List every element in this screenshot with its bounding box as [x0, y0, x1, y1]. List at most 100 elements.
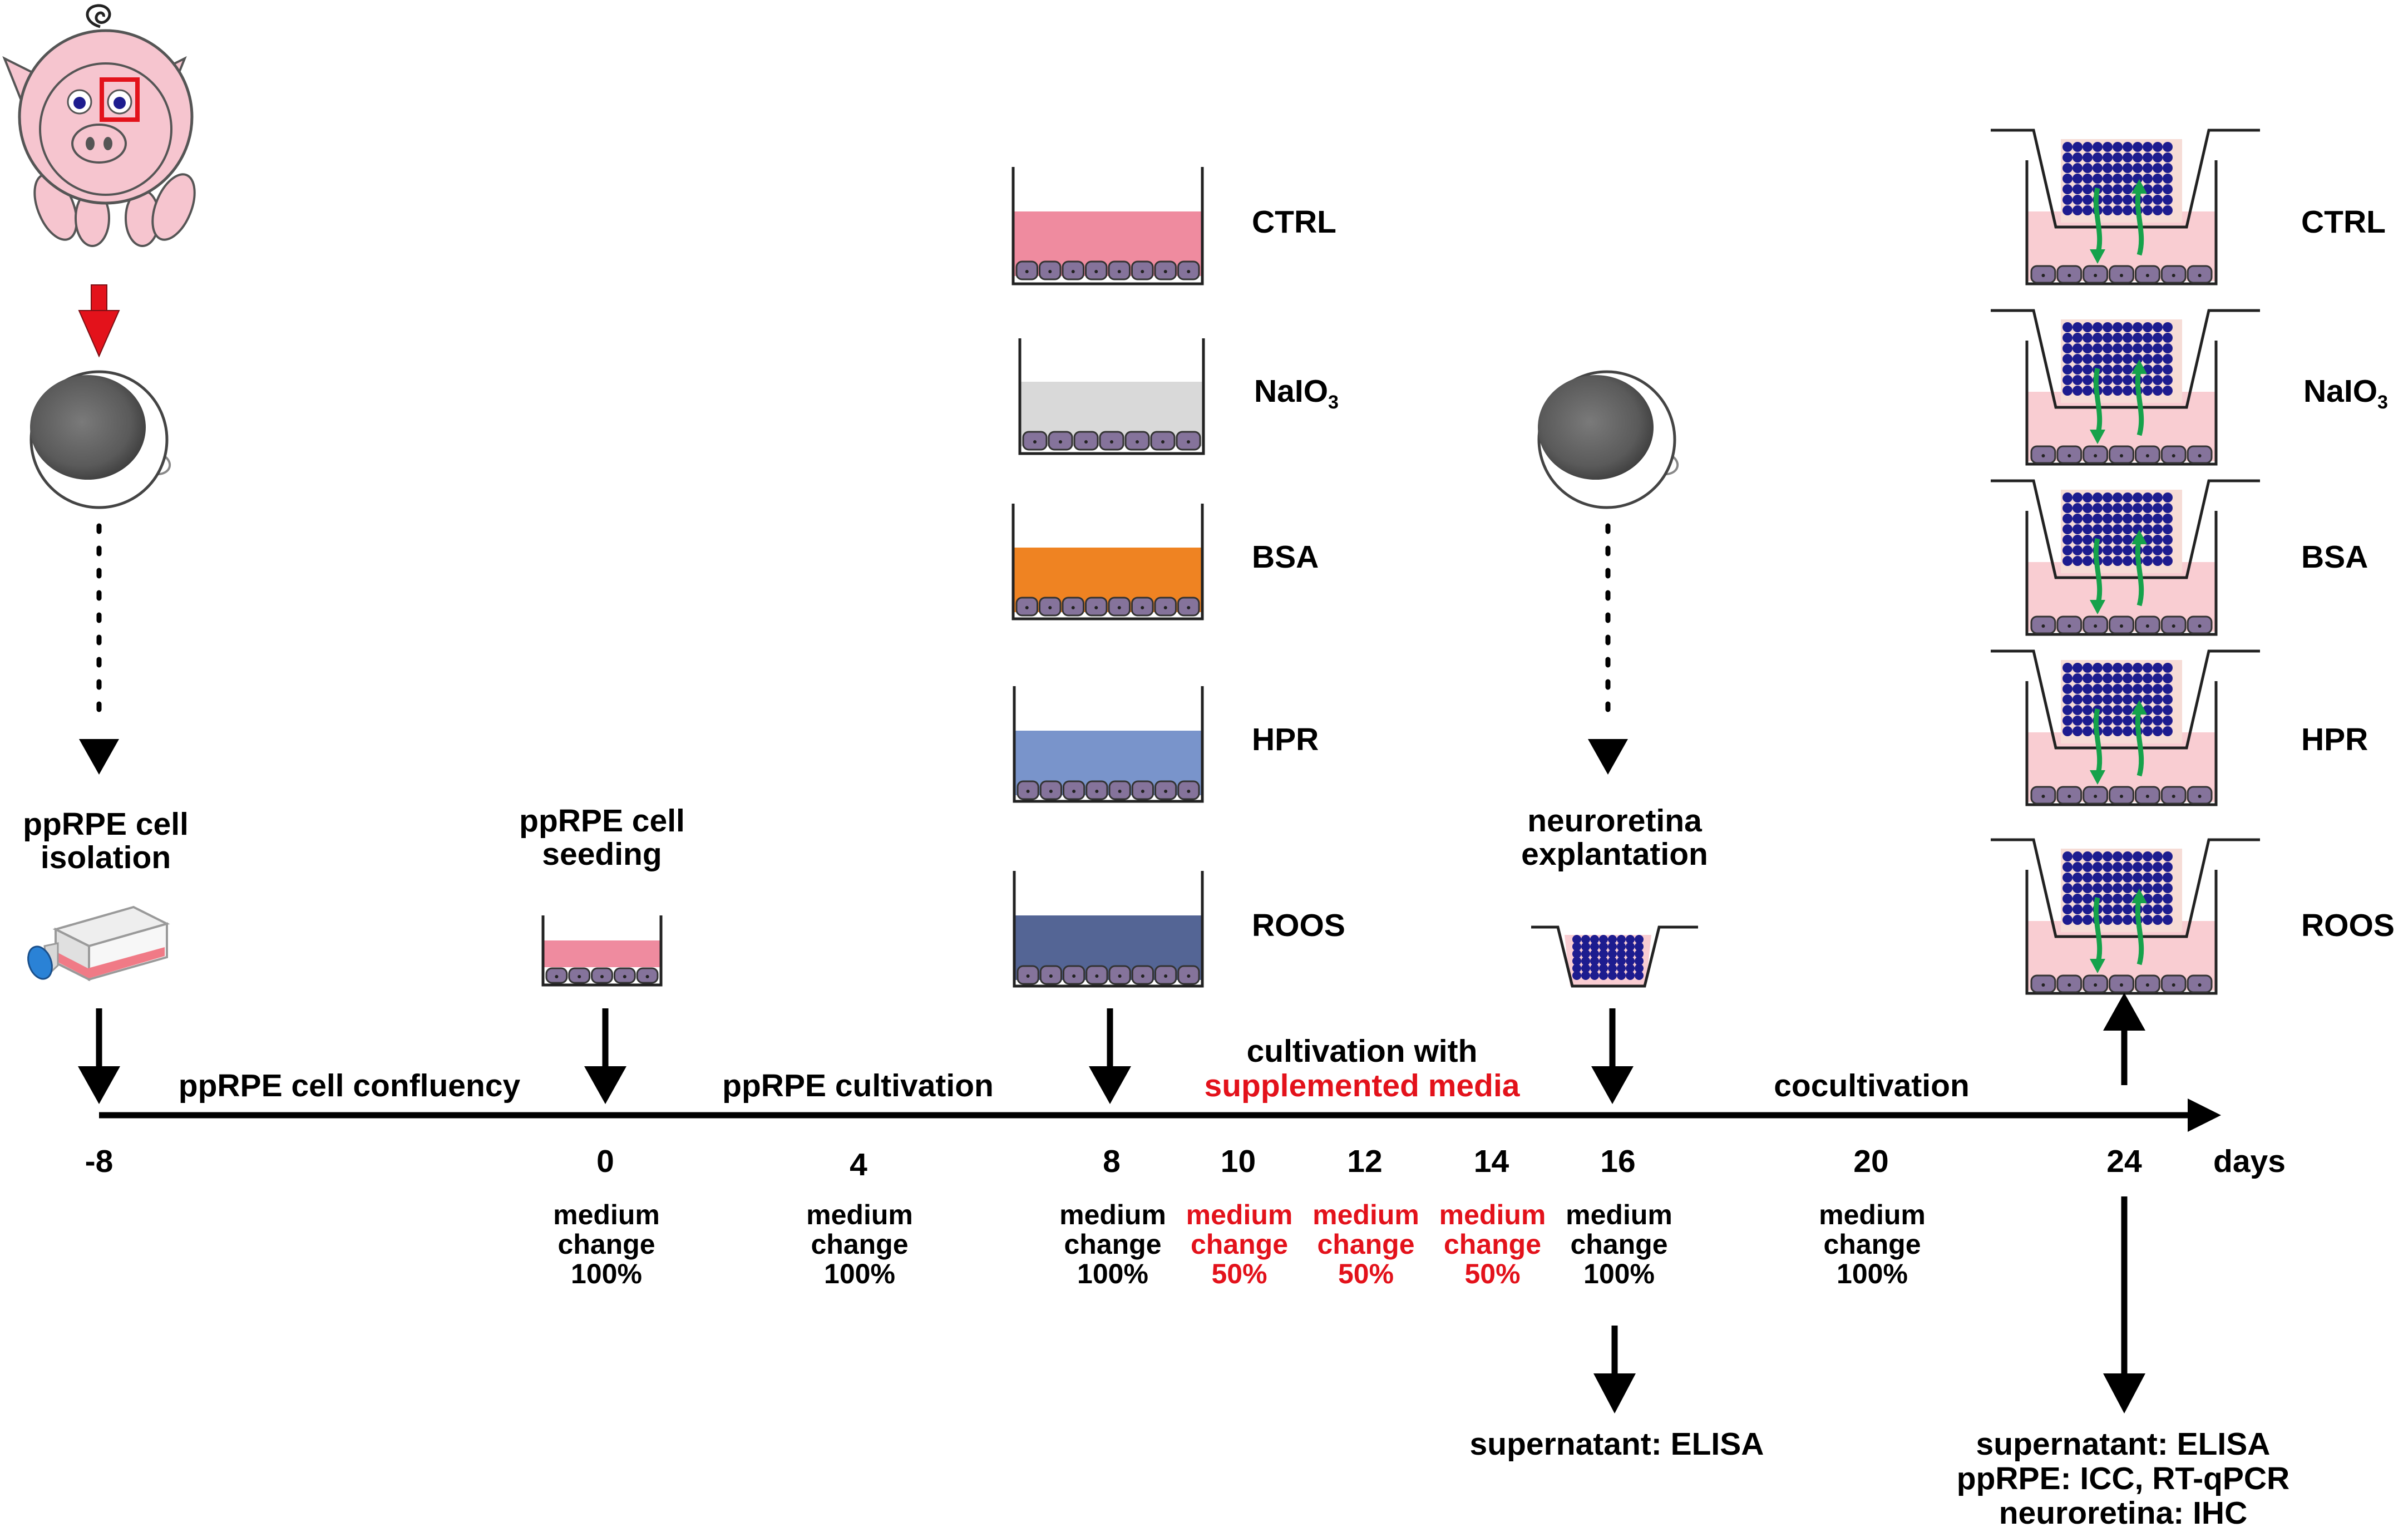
- retina-cell: [2123, 364, 2133, 375]
- retina-cell: [1626, 942, 1635, 951]
- flow-arrow-icon: [2093, 708, 2103, 777]
- retina-cell: [2153, 705, 2163, 715]
- retina-cell: [2153, 545, 2163, 555]
- retina-cell: [2163, 535, 2173, 545]
- retina-cell: [1626, 971, 1635, 980]
- retina-cell: [2062, 152, 2073, 162]
- rpe-cell-nucleus: [2145, 274, 2149, 277]
- retina-cell: [1608, 971, 1617, 980]
- retina-cell: [2113, 333, 2123, 343]
- rpe-cell-nucleus: [1048, 270, 1052, 273]
- retina-cell: [2073, 545, 2083, 555]
- retina-cell: [2113, 492, 2123, 503]
- condition-label-roos-right: ROOS: [2301, 908, 2395, 943]
- rpe-cell-nucleus: [2145, 624, 2149, 628]
- retina-cell: [2113, 883, 2123, 893]
- retina-cell: [2062, 184, 2073, 194]
- retina-cell: [2153, 184, 2163, 194]
- rpe-cell-nucleus: [1071, 270, 1075, 273]
- rpe-cell-nucleus: [1187, 974, 1191, 978]
- step-label-isolation-1: ppRPE cell: [23, 806, 189, 842]
- retina-cell: [2062, 343, 2073, 353]
- readout-day16-line1: supernatant: ELISA: [1470, 1426, 1764, 1462]
- flow-arrowhead-icon: [2131, 359, 2147, 374]
- retina-cell: [2143, 556, 2153, 566]
- tick-label-day-16: 16: [1600, 1144, 1635, 1179]
- retina-cell: [2163, 163, 2173, 173]
- tick-label-day-minus8: -8: [85, 1144, 114, 1179]
- retina-cell: [2153, 195, 2163, 205]
- pig-icon: [2, 4, 196, 247]
- retina-cell: [2163, 556, 2173, 566]
- retina-cell: [2133, 142, 2143, 152]
- rpe-cell-nucleus: [1118, 974, 1122, 978]
- retina-cell: [2163, 673, 2173, 683]
- retina-cell: [1608, 964, 1617, 973]
- retina-cell: [2073, 535, 2083, 545]
- retina-cell: [1572, 971, 1581, 980]
- retina-cell: [2163, 375, 2173, 385]
- retina-cell: [2163, 716, 2173, 726]
- retina-cell: [2103, 322, 2113, 332]
- retina-cell: [2062, 195, 2073, 205]
- rpe-cell-nucleus: [2041, 454, 2045, 457]
- retina-cell: [2113, 375, 2123, 385]
- retina-cell: [2163, 152, 2173, 162]
- rpe-cell-nucleus: [1187, 790, 1191, 793]
- rpe-cell-nucleus: [1072, 974, 1076, 978]
- rpe-cell-nucleus: [1117, 606, 1121, 609]
- outer-well-wall: [2025, 160, 2218, 285]
- retina-cell: [2073, 673, 2083, 683]
- condition-label-hpr-left: HPR: [1252, 722, 1319, 757]
- retina-cell: [2103, 152, 2113, 162]
- rpe-cell-nucleus: [1141, 270, 1144, 273]
- readout-day24-line2: ppRPE: ICC, RT-qPCR: [1957, 1461, 2289, 1496]
- retina-cell: [2103, 716, 2113, 726]
- retina-cell: [2073, 142, 2083, 152]
- rpe-cell-nucleus: [1084, 440, 1088, 444]
- retina-cell: [2073, 556, 2083, 566]
- medium-change-note-day-8-line1: medium: [1059, 1199, 1166, 1230]
- rpe-cell-nucleus: [1110, 440, 1113, 444]
- retina-cell: [2113, 673, 2123, 683]
- retina-cell: [2123, 174, 2133, 184]
- retina-cell: [2093, 862, 2103, 872]
- retina-cell: [2143, 726, 2153, 736]
- retina-cell: [2123, 492, 2133, 503]
- eye-icon-isolation: [29, 370, 171, 509]
- retina-cell: [2123, 375, 2133, 385]
- rpe-cell-nucleus: [2145, 983, 2149, 987]
- retina-cell: [2153, 684, 2163, 694]
- retina-cell: [2113, 726, 2123, 736]
- tick-label-day-8: 8: [1103, 1144, 1121, 1179]
- retina-cell: [1617, 942, 1626, 951]
- flow-arrow-icon: [2135, 187, 2144, 256]
- retina-cell: [2163, 174, 2173, 184]
- rpe-cell-nucleus: [1163, 270, 1167, 273]
- retina-cell: [2093, 333, 2103, 343]
- retina-cell: [2123, 514, 2133, 524]
- rpe-cell-nucleus: [1118, 790, 1122, 793]
- rpe-cell-nucleus: [1094, 606, 1098, 609]
- rpe-cell-nucleus: [1095, 974, 1099, 978]
- retina-cell: [1617, 957, 1626, 966]
- retina-cell: [2083, 726, 2093, 736]
- retina-cell: [2073, 524, 2083, 534]
- retina-cell: [2062, 322, 2073, 332]
- retina-cell: [1617, 964, 1626, 973]
- retina-cell: [2153, 503, 2163, 513]
- retina-cell: [2083, 333, 2093, 343]
- retina-cell: [2163, 333, 2173, 343]
- retina-cell: [2123, 873, 2133, 883]
- medium-change-note-day-16-line2: change: [1570, 1229, 1667, 1260]
- rpe-cell-nucleus: [600, 975, 604, 978]
- retina-cell: [2103, 333, 2113, 343]
- retina-cell: [2062, 535, 2073, 545]
- retina-cell: [2103, 915, 2113, 925]
- condition-label-ctrl-left: CTRL: [1252, 204, 1336, 240]
- retina-cell: [2163, 862, 2173, 872]
- retina-cell: [2163, 524, 2173, 534]
- rpe-cell-nucleus: [1094, 270, 1098, 273]
- medium-change-note-day-0-line3: 100%: [571, 1258, 642, 1289]
- retina-cell: [2123, 851, 2133, 861]
